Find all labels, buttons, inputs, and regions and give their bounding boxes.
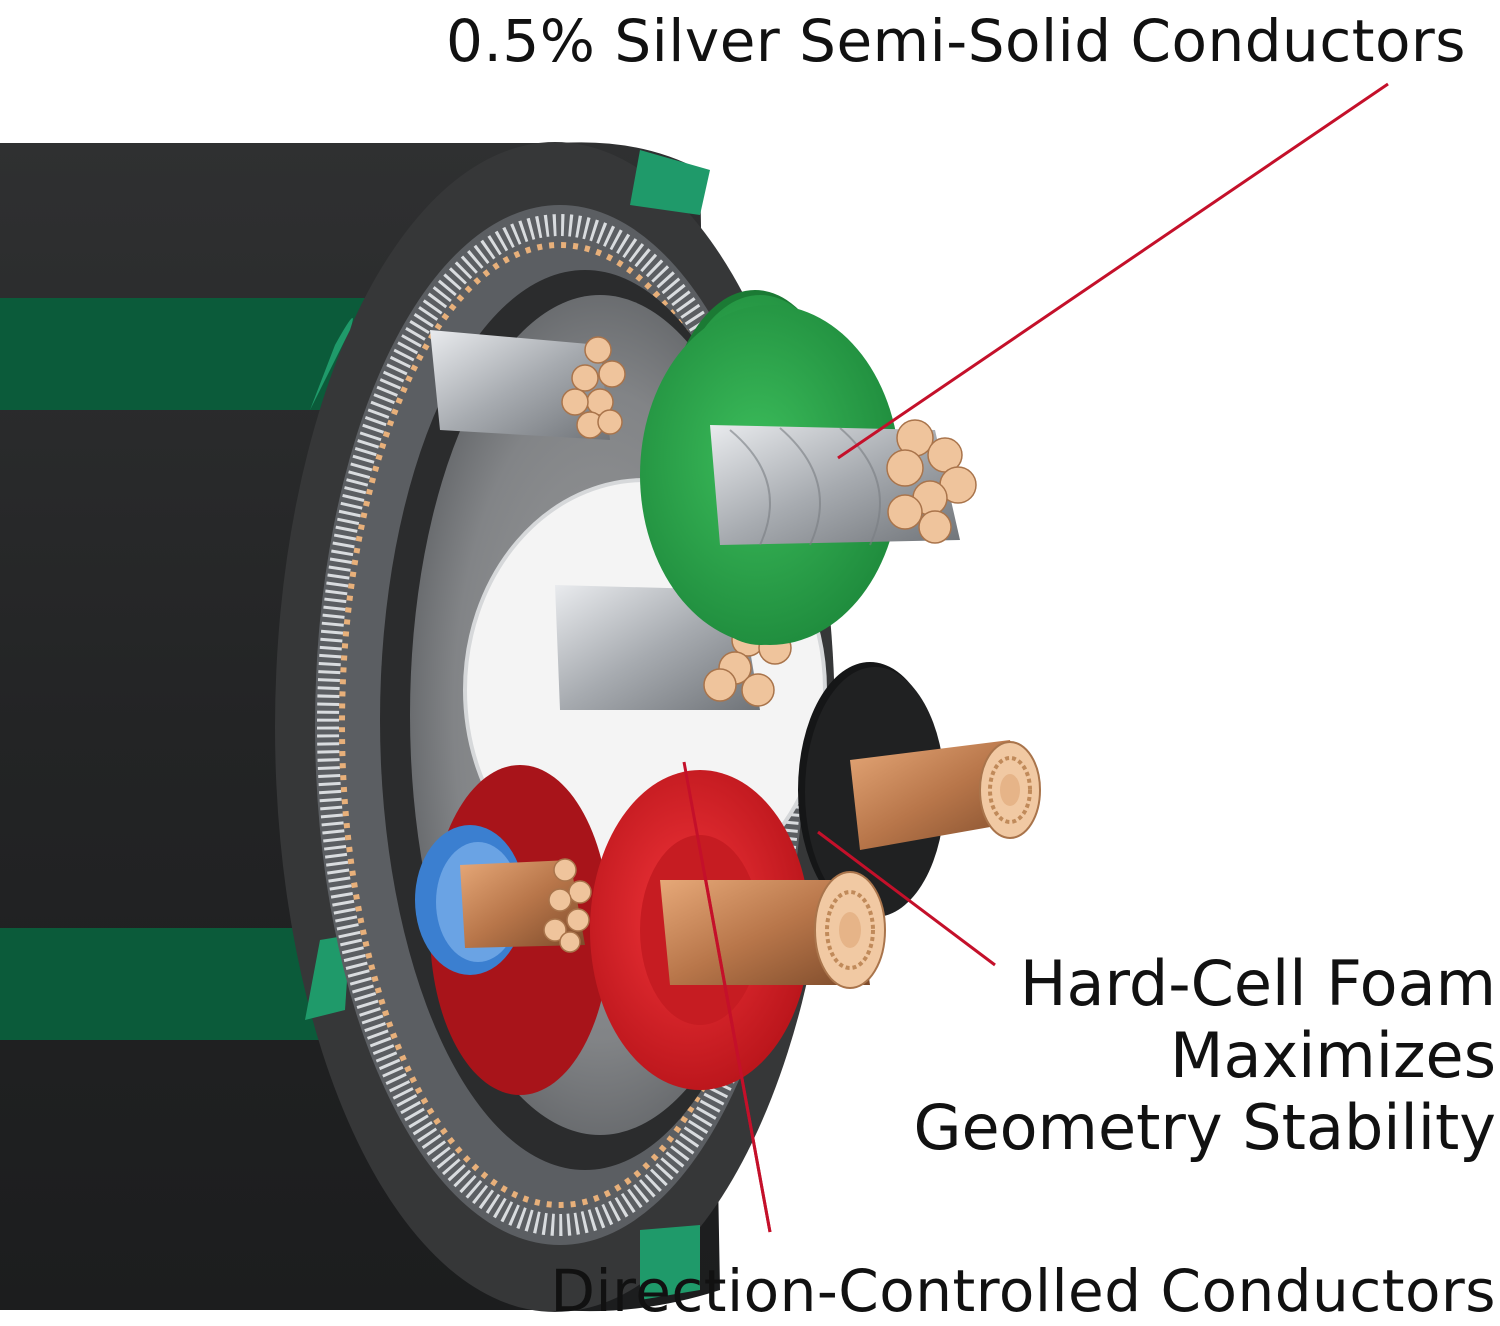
label-silver-conductors: 0.5% Silver Semi-Solid Conductors (446, 7, 1466, 75)
leader-line-direction-2 (703, 875, 772, 1233)
label-foam-line-1: Hard-Cell Foam (1019, 947, 1496, 1020)
label-hard-cell-foam: Hard-Cell Foam Maximizes Geometry Stabil… (913, 948, 1496, 1164)
label-foam-line-3: Geometry Stability (913, 1090, 1496, 1164)
silver-conductor-top-right (710, 419, 977, 546)
label-foam-line-2: Maximizes (1169, 1018, 1496, 1092)
leader-lines (682, 82, 1389, 1233)
leader-line-silver (837, 82, 1389, 460)
leader-line-foam (817, 830, 996, 967)
silver-conductor-top-left (430, 330, 626, 440)
copper-conductor-right (850, 740, 1041, 850)
label-direction-conductors: Direction-Controlled Conductors (550, 1257, 1496, 1325)
copper-conductor-blue (460, 858, 592, 953)
copper-conductor-bottom (660, 871, 886, 989)
